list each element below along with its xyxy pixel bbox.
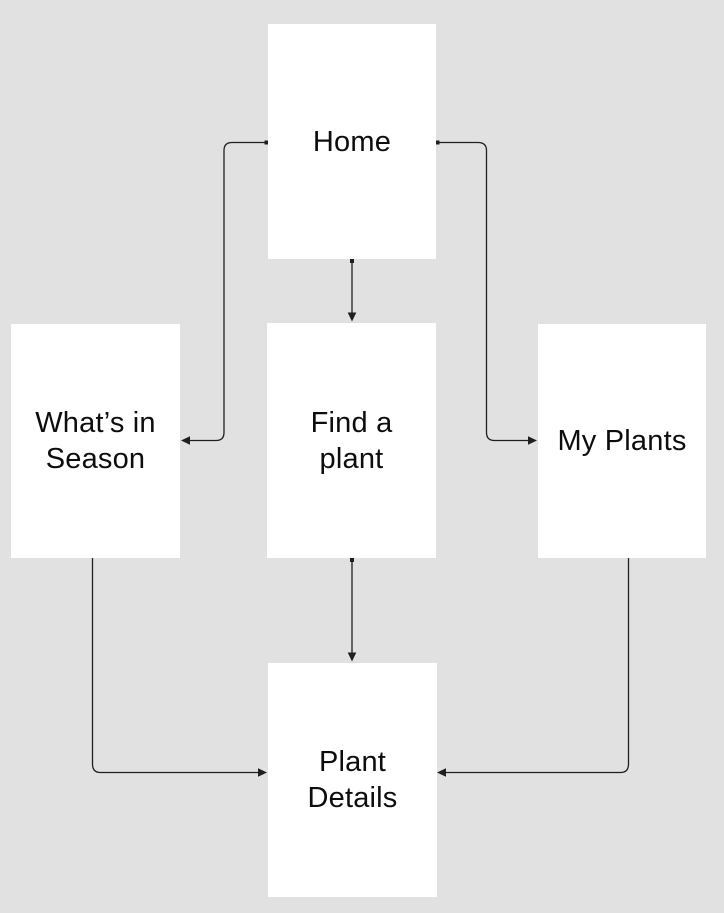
node-plant-details-label: Plant Details xyxy=(307,746,398,814)
node-my-plants-label: My Plants xyxy=(557,425,687,457)
node-plant-details[interactable]: Plant Details xyxy=(268,663,437,897)
node-whats-in-season[interactable]: What’s in Season xyxy=(11,324,180,558)
connector-my-plants-to-plant-details[interactable] xyxy=(437,558,630,777)
connector-find-a-plant-to-plant-details[interactable] xyxy=(347,558,357,662)
node-my-plants[interactable]: My Plants xyxy=(538,324,706,558)
connector-home-to-find-a-plant[interactable] xyxy=(347,259,357,322)
node-home-label: Home xyxy=(312,125,392,158)
node-home[interactable]: Home xyxy=(268,24,436,259)
node-whats-in-season-label: What’s in Season xyxy=(35,407,156,475)
connector-whats-in-season-to-plant-details[interactable] xyxy=(91,558,268,777)
connector-home-to-my-plants[interactable] xyxy=(435,140,538,445)
node-find-a-plant[interactable]: Find a plant xyxy=(267,323,436,558)
node-find-a-plant-label: Find a plant xyxy=(310,406,393,475)
connector-home-to-whats-in-season[interactable] xyxy=(181,140,269,445)
